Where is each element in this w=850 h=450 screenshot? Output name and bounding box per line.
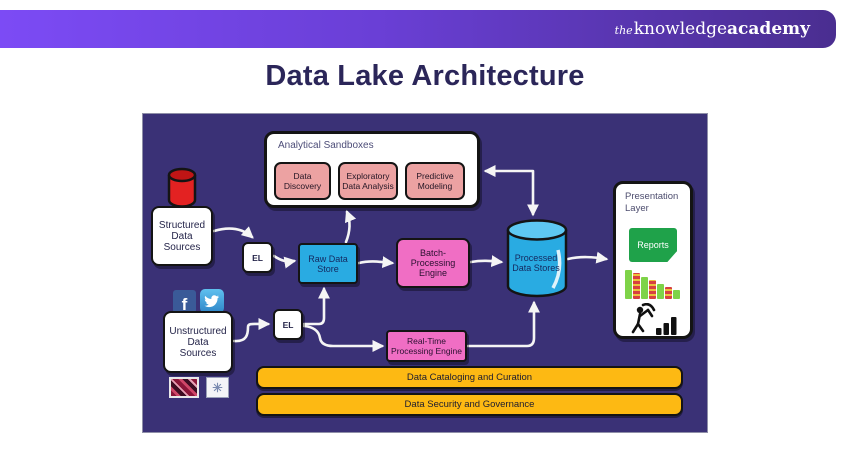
knowledge-academy-logo: theknowledgeacademy — [615, 19, 836, 39]
predictive-modeling-box: Predictive Modeling — [405, 162, 465, 200]
data-security-bar: Data Security and Governance — [256, 393, 683, 416]
processed-data-stores-label: Processed Data Stores — [512, 253, 560, 273]
el-box-unstructured: EL — [273, 309, 303, 340]
facebook-icon: f — [173, 290, 196, 313]
processed-data-stores-cylinder — [506, 219, 568, 298]
reports-icon: Reports — [629, 228, 677, 262]
bar-chart-bar — [657, 284, 664, 299]
logo-knowledge: knowledge — [633, 19, 728, 39]
data-discovery-box: Data Discovery — [274, 162, 331, 200]
media-collage-icon — [169, 377, 199, 398]
database-cylinder-icon — [167, 167, 197, 208]
bar-chart-bar — [633, 273, 640, 299]
presentation-layer-label: Presentation Layer — [625, 191, 679, 215]
data-mining-icon — [631, 303, 677, 335]
raw-data-store-box: Raw Data Store — [298, 243, 358, 284]
page-title: Data Lake Architecture — [265, 60, 585, 92]
flow-arrows — [212, 165, 609, 352]
bar-chart-bar — [649, 280, 656, 299]
logo-the: the — [614, 24, 633, 37]
data-cataloging-bar: Data Cataloging and Curation — [256, 366, 683, 389]
analytical-sandboxes-label: Analytical Sandboxes — [278, 140, 374, 151]
exploratory-data-analysis-box: Exploratory Data Analysis — [338, 162, 398, 200]
bar-chart-bar — [673, 290, 680, 299]
presentation-layer-box: Presentation Layer Reports — [613, 181, 693, 339]
bar-chart-bar — [641, 277, 648, 299]
structured-data-sources-box: Structured Data Sources — [151, 206, 213, 266]
twitter-bird-icon — [200, 289, 224, 313]
el-box-structured: EL — [242, 242, 273, 273]
bar-chart-bar — [625, 270, 632, 299]
bar-chart-icon — [625, 268, 687, 299]
diagram-canvas: Structured Data Sources Analytical Sandb… — [142, 113, 708, 433]
logo-academy: academy — [727, 19, 810, 39]
bar-chart-bar — [665, 287, 672, 299]
xml-document-icon — [206, 377, 229, 398]
brand-header-bar: theknowledgeacademy — [0, 10, 836, 48]
batch-processing-engine-box: Batch- Processing Engine — [396, 238, 470, 288]
unstructured-data-sources-box: Unstructured Data Sources — [163, 311, 233, 373]
realtime-processing-engine-box: Real-Time Processing Engine — [386, 330, 467, 362]
